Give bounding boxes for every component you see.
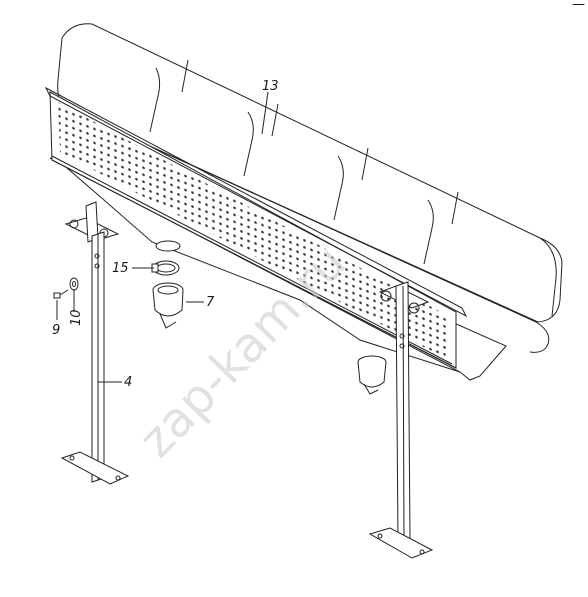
leader-lines [56,91,269,383]
callout-bolt: 9 [52,323,60,338]
callout-washer: 10 [69,309,84,326]
callout-tank: 13 [262,79,279,94]
bolt [53,289,69,299]
left-bracket [60,201,130,485]
corner-mark: — [572,0,585,12]
pipe-elbow [152,282,184,329]
drain-spigot [155,240,387,395]
right-bracket [368,281,434,559]
callout-clamp: 15 [112,261,129,276]
perforated-shield [44,86,507,381]
callout-pipe: 7 [206,295,215,310]
washer [69,277,79,291]
clamp [151,260,180,276]
callout-bracket: 4 [124,375,132,390]
